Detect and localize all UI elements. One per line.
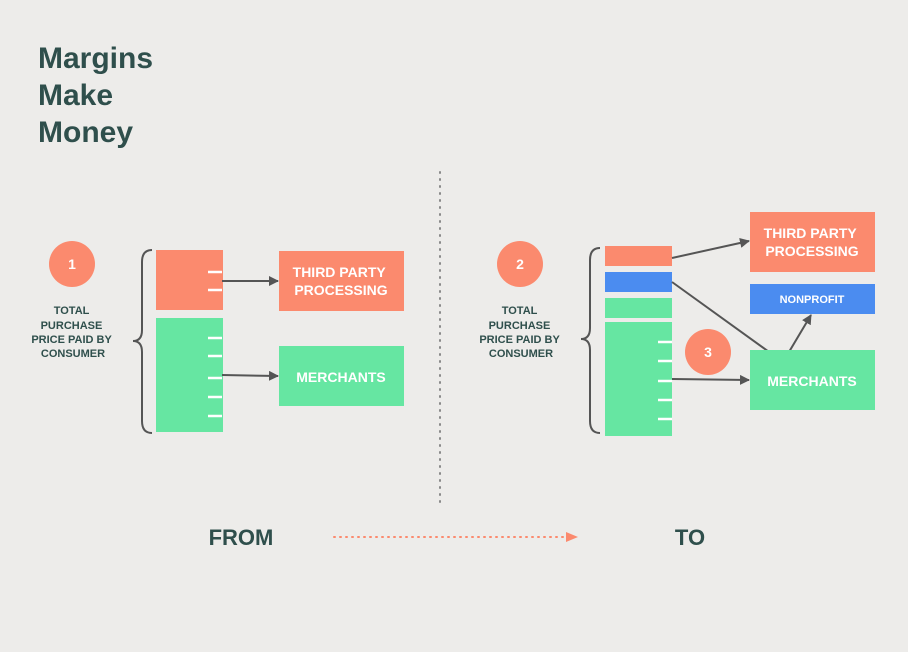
left-processing-line-1: THIRD PARTY [293,264,387,280]
title-line-2: Make [38,79,114,112]
left-processing-label: THIRD PARTY PROCESSING [293,264,390,298]
page-title: Margins Make Money [38,40,238,151]
right-brace [580,247,601,434]
right-bar-processing-segment [605,246,672,266]
right-merchants-box [750,350,875,410]
right-desc-line-2: PURCHASE [489,320,551,332]
left-arrow-to-merchants [221,370,279,381]
left-desc-line-4: CONSUMER [41,348,105,360]
right-arrow-to-merchants [671,374,750,385]
right-desc-line-3: PRICE PAID BY [479,334,560,346]
left-bar-ticks [208,270,222,418]
right-merchants-label: MERCHANTS [767,373,856,389]
left-brace [132,249,153,434]
right-section: 2 TOTAL PURCHASE PRICE PAID BY CONSUMER … [479,212,875,436]
left-section: 1 TOTAL PURCHASE PRICE PAID BY CONSUMER … [31,241,404,434]
left-desc-line-3: PRICE PAID BY [31,334,112,346]
right-processing-line-2: PROCESSING [765,243,858,259]
footer: FROM TO [209,525,705,550]
left-bar-processing-segment [156,250,223,310]
left-desc-line-1: TOTAL [54,305,90,317]
left-merchants-label: MERCHANTS [296,369,385,385]
right-desc-line-1: TOTAL [502,305,538,317]
right-nonprofit-label: NONPROFIT [780,294,845,306]
step-2-badge [497,241,543,287]
right-nonprofit-box [750,284,875,314]
from-label: FROM [209,525,274,550]
right-processing-line-1: THIRD PARTY [764,225,858,241]
right-processing-label: THIRD PARTY PROCESSING [764,225,861,259]
step-3-badge [685,329,731,375]
left-desc-line-2: PURCHASE [41,320,103,332]
from-to-arrowhead [566,532,578,542]
right-bar-nonprofit-segment [605,272,672,292]
right-processing-box [750,212,875,272]
title-line-3: Money [38,116,134,149]
left-processing-box [279,251,404,311]
step-1-number: 1 [68,256,76,272]
step-2-number: 2 [516,256,524,272]
step-1-badge [49,241,95,287]
left-merchants-box [279,346,404,406]
to-label: TO [675,525,705,550]
right-bar-merchants-segment-top [605,298,672,318]
right-arrow-to-processing [671,238,750,259]
left-description: TOTAL PURCHASE PRICE PAID BY CONSUMER [31,305,114,360]
right-bar-ticks [658,340,672,421]
right-description: TOTAL PURCHASE PRICE PAID BY CONSUMER [479,305,562,360]
title-line-1: Margins [38,42,154,75]
left-processing-line-2: PROCESSING [294,282,387,298]
right-desc-line-4: CONSUMER [489,348,553,360]
step-3-number: 3 [704,344,712,360]
